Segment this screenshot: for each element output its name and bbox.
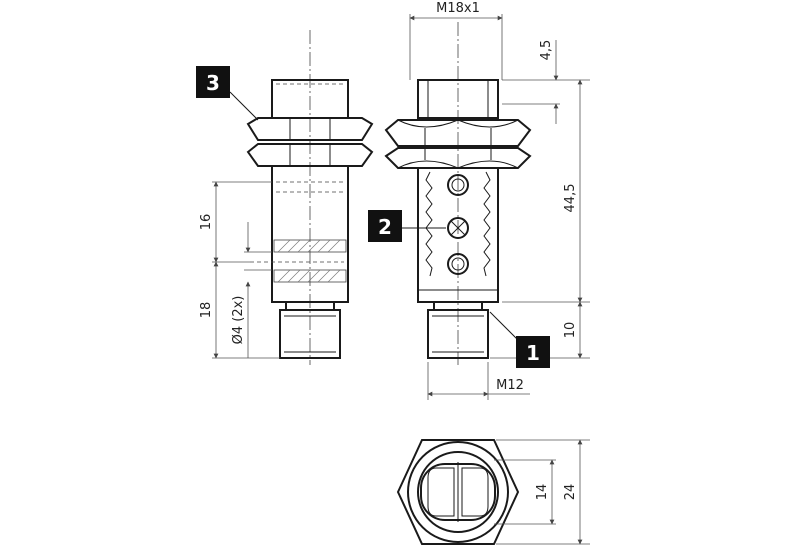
- led-band-hatch: [250, 239, 347, 283]
- callout-1: [489, 311, 550, 368]
- dim-led-diameter: Ø4 (2x): [231, 296, 246, 345]
- right-side-view: [384, 22, 532, 365]
- callout-1-label: 1: [526, 341, 540, 365]
- dim-lower-length: 18: [199, 302, 214, 319]
- dim-connector-length: 10: [563, 322, 578, 339]
- dim-top-offset: 4,5: [539, 40, 554, 61]
- left-dimensions: [212, 181, 280, 359]
- front-dimensions: [494, 439, 590, 545]
- dim-body-length: 44,5: [563, 184, 578, 213]
- left-side-view: [246, 30, 374, 365]
- right-dimensions: [409, 14, 590, 400]
- dim-hex-width: 24: [563, 484, 578, 501]
- front-view: [396, 439, 520, 545]
- callout-2-label: 2: [378, 215, 392, 239]
- dim-thread-top: M18x1: [436, 1, 480, 16]
- callout-3-label: 3: [206, 71, 220, 95]
- dim-face-width: 14: [535, 484, 550, 501]
- dim-connector-thread: M12: [496, 378, 524, 393]
- callout-3: [196, 66, 259, 121]
- callout-2: [368, 210, 446, 242]
- dim-led-position: 16: [199, 214, 214, 231]
